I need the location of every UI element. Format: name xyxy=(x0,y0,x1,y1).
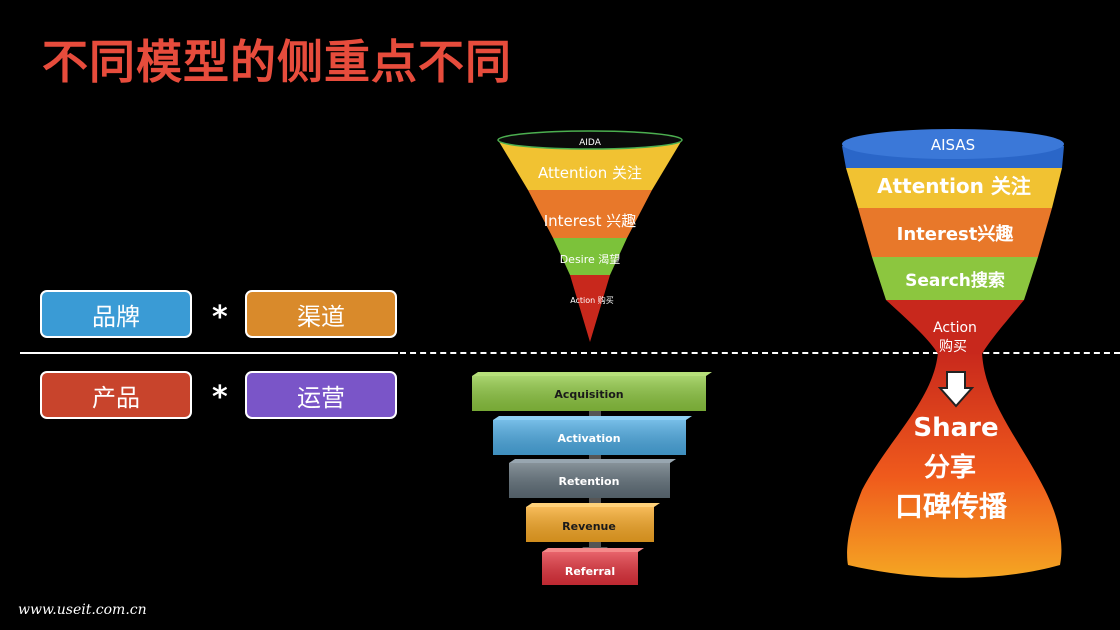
aisas-stage-search: Search搜索 xyxy=(905,270,1005,291)
brand-label: 品牌 xyxy=(92,302,140,331)
aida-funnel: AIDA Attention 关注 Interest 兴趣 Desire 渴望 … xyxy=(497,130,683,342)
aarrr-step-activation: Activation xyxy=(493,416,692,455)
aarrr-label-retention: Retention xyxy=(559,475,620,488)
footer-url: www.useit.com.cn xyxy=(18,602,147,618)
channel-box: 渠道 xyxy=(245,290,397,338)
operation-box: 运营 xyxy=(245,371,397,419)
operation-label: 运营 xyxy=(297,383,345,412)
aisas-layer-action xyxy=(886,300,1024,354)
channel-label: 渠道 xyxy=(297,302,345,331)
aarrr-step-revenue: Revenue xyxy=(526,503,660,542)
product-label: 产品 xyxy=(92,383,140,412)
aida-rim xyxy=(497,130,683,150)
aida-stage-interest: Interest 兴趣 xyxy=(544,212,637,230)
aida-layer-interest xyxy=(528,190,652,238)
aida-layer-desire xyxy=(553,238,627,275)
aisas-action-line1: Action xyxy=(933,320,977,336)
aarrr-label-activation: Activation xyxy=(557,432,620,445)
aida-layer-action xyxy=(570,275,610,342)
aida-stage-action: Action 购买 xyxy=(570,295,614,305)
aida-stage-attention: Attention 关注 xyxy=(538,164,642,182)
divider-solid xyxy=(20,352,398,354)
aisas-share-line1: Share xyxy=(913,413,998,443)
aisas-rim xyxy=(842,129,1064,159)
aarrr-label-revenue: Revenue xyxy=(562,520,616,533)
aisas-label: AISAS xyxy=(931,136,975,154)
aisas-down-arrow-icon xyxy=(937,371,975,408)
aarrr-step-acquisition: Acquisition xyxy=(472,372,712,411)
aisas-layer-search xyxy=(872,257,1038,300)
aisas-layer-attention xyxy=(846,168,1062,208)
multiply-symbol-bottom: * xyxy=(212,380,228,415)
aisas-share-line2: 分享 xyxy=(924,452,976,483)
aisas-share-bulb xyxy=(847,352,1062,578)
aisas-share-line3: 口碑传播 xyxy=(895,490,1008,523)
aarrr-funnel: Acquisition Activation Retention Revenue… xyxy=(472,372,712,585)
aida-stage-desire: Desire 渴望 xyxy=(560,253,621,266)
multiply-symbol-top: * xyxy=(212,300,228,335)
aarrr-label-acquisition: Acquisition xyxy=(554,388,623,401)
aarrr-label-referral: Referral xyxy=(565,565,615,578)
aarrr-step-referral: Referral xyxy=(542,548,644,585)
aisas-layer-interest xyxy=(858,208,1052,257)
aisas-action-line2: 购买 xyxy=(939,339,967,355)
aisas-hourglass: AISAS Attention 关注 Interest兴趣 Search搜索 A… xyxy=(842,129,1064,578)
product-box: 产品 xyxy=(40,371,192,419)
divider-dashed xyxy=(400,352,1120,354)
page-title: 不同模型的侧重点不同 xyxy=(42,35,512,89)
aida-label: AIDA xyxy=(579,138,602,148)
aarrr-step-retention: Retention xyxy=(509,459,676,498)
brand-box: 品牌 xyxy=(40,290,192,338)
aida-layer-attention xyxy=(498,140,682,190)
aisas-stage-attention: Attention 关注 xyxy=(877,174,1031,198)
aisas-stage-interest: Interest兴趣 xyxy=(897,224,1015,245)
